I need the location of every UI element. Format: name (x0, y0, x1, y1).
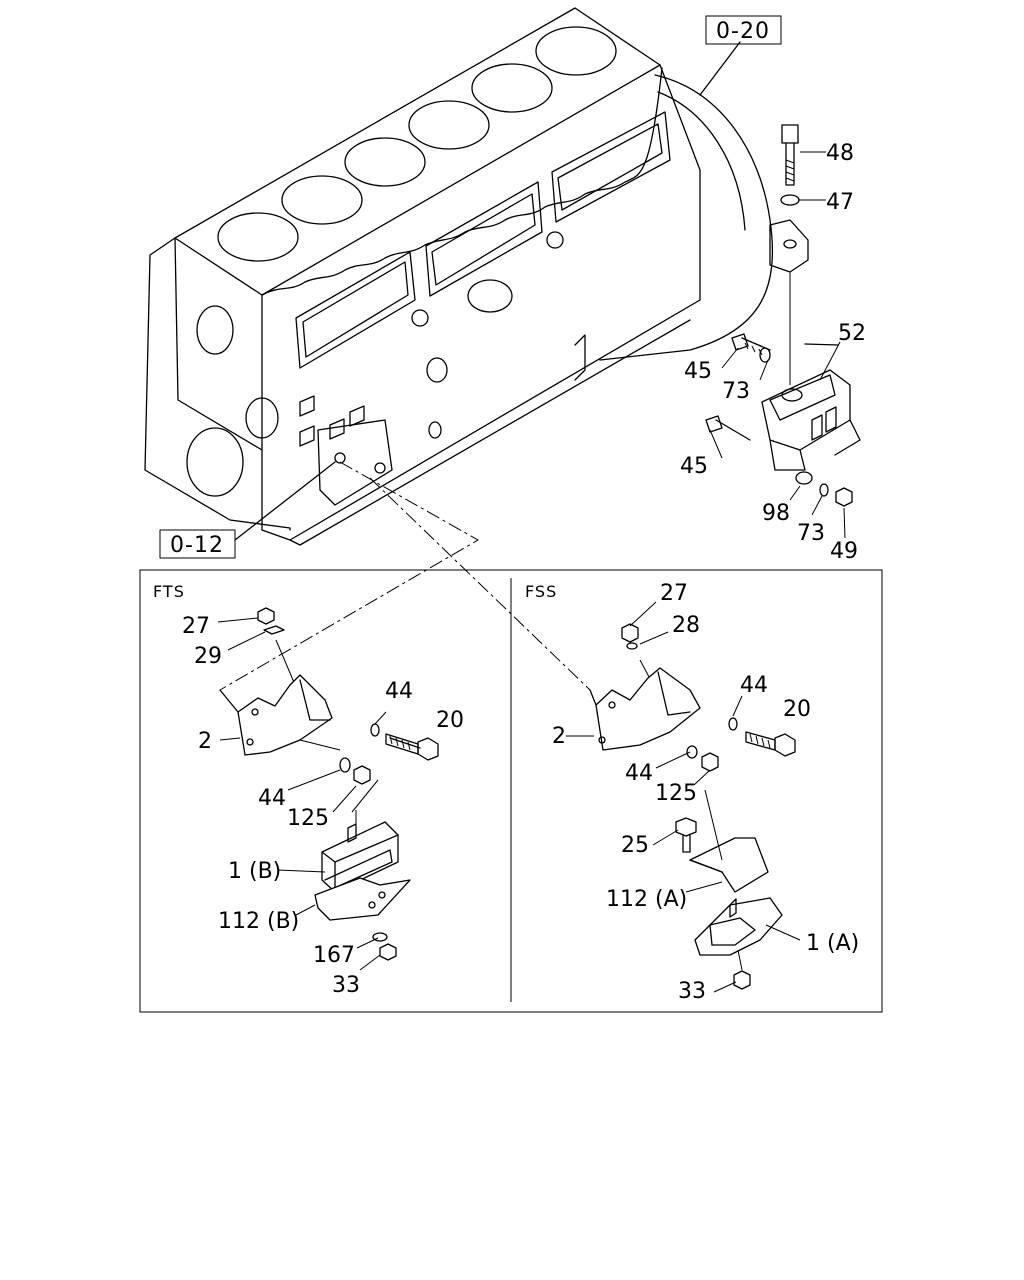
fts-label-33: 33 (332, 973, 360, 998)
ref-label-top: 0-20 (716, 19, 770, 44)
label-45-lower: 45 (680, 454, 708, 479)
label-48: 48 (826, 141, 854, 166)
ref-leader-top (699, 41, 741, 96)
fss-label-125: 125 (655, 781, 697, 806)
fss-label-1a: 1 (A) (806, 931, 859, 956)
fss-label-44-upper: 44 (740, 673, 768, 698)
fss-label-2: 2 (552, 724, 566, 749)
fts-label-1b: 1 (B) (228, 859, 281, 884)
fts-label-20: 20 (436, 708, 464, 733)
fts-leaders (217, 617, 387, 971)
section-label-fss: FSS (525, 582, 557, 601)
detail-frame (139, 569, 883, 1013)
fts-label-29: 29 (194, 644, 222, 669)
label-73-upper: 73 (722, 379, 750, 404)
section-label-fts: FTS (153, 582, 185, 601)
label-45-upper: 45 (684, 359, 712, 384)
ref-box-top (705, 15, 782, 45)
ref-box-left (159, 529, 236, 559)
label-98: 98 (762, 501, 790, 526)
fss-label-20: 20 (783, 697, 811, 722)
fss-label-44-lower: 44 (625, 761, 653, 786)
fts-label-2: 2 (198, 729, 212, 754)
fts-label-112b: 112 (B) (218, 909, 299, 934)
fss-label-112a: 112 (A) (606, 887, 687, 912)
fss-label-28: 28 (672, 613, 700, 638)
label-49: 49 (830, 539, 858, 564)
upper-mount-parts (705, 124, 861, 507)
fts-label-167: 167 (313, 943, 355, 968)
fts-parts (219, 607, 439, 961)
fss-label-25: 25 (621, 833, 649, 858)
fts-label-44-lower: 44 (258, 786, 286, 811)
engine-block (144, 7, 774, 546)
ref-leader-left (234, 461, 336, 541)
fss-leaders (566, 601, 801, 993)
fss-label-27: 27 (660, 581, 688, 606)
label-47: 47 (826, 190, 854, 215)
fss-parts (589, 623, 796, 990)
label-52: 52 (838, 321, 866, 346)
label-73-lower: 73 (797, 521, 825, 546)
fss-label-33: 33 (678, 979, 706, 1004)
ref-label-left: 0-12 (170, 533, 224, 558)
fts-label-27: 27 (182, 614, 210, 639)
upper-leaders (709, 151, 846, 539)
fts-label-44-upper: 44 (385, 679, 413, 704)
fts-label-125: 125 (287, 806, 329, 831)
